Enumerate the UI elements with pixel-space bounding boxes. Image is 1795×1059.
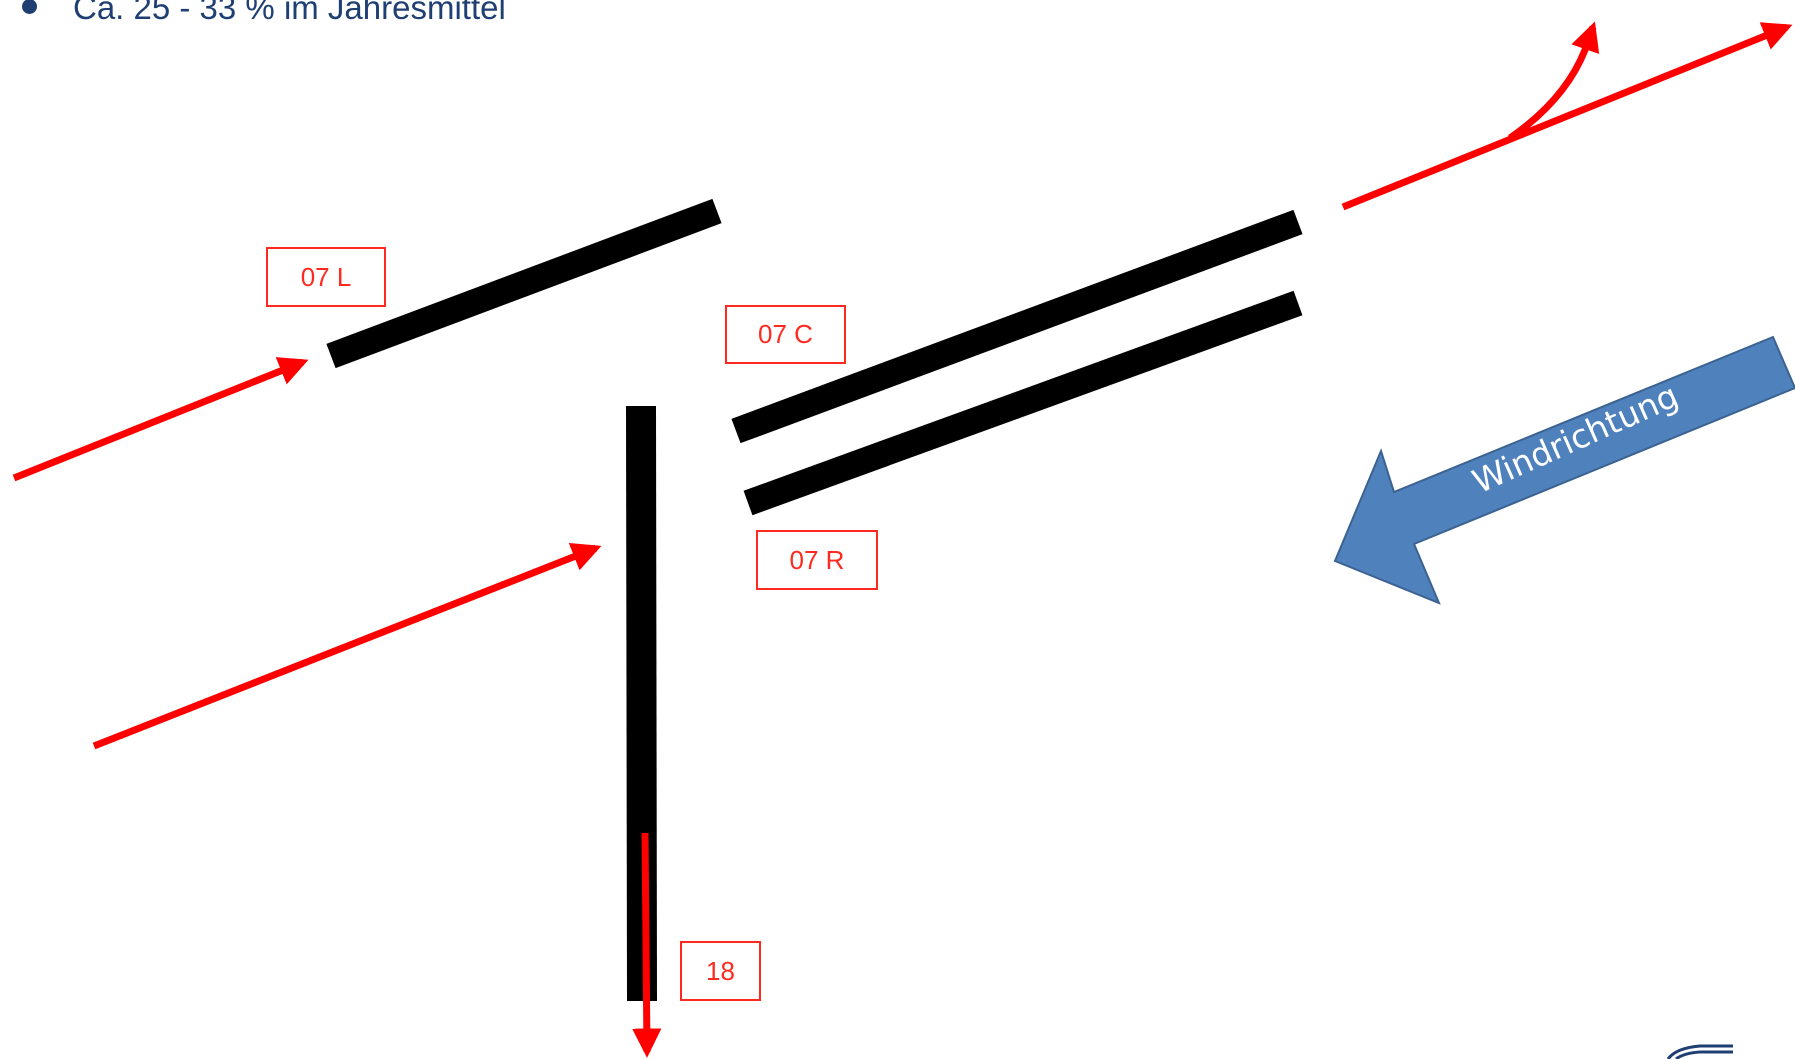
departure-arrow-18 [632,832,662,1058]
runway-18 [626,405,657,1002]
bullet-dot-icon [22,0,37,14]
runway-label-07c: 07 C [725,305,846,364]
runway-label-07l: 07 L [266,247,386,307]
runway-07r [743,290,1303,516]
departure-arrow-07 [1341,22,1793,211]
logo-partial-icon [1666,1044,1733,1059]
runway-label-07r: 07 R [756,530,878,590]
wind-direction-arrow [1333,335,1795,605]
runway-07l [326,198,722,369]
runway-07c [731,209,1303,444]
bullet-item: Ca. 25 - 33 % im Jahresmittel [22,0,506,28]
approach-arrow-07c [92,542,602,750]
approach-arrow-07l [12,357,309,482]
departure-turn-arrow [1508,21,1600,141]
bullet-text: Ca. 25 - 33 % im Jahresmittel [73,0,506,26]
runway-label-18: 18 [680,941,761,1001]
